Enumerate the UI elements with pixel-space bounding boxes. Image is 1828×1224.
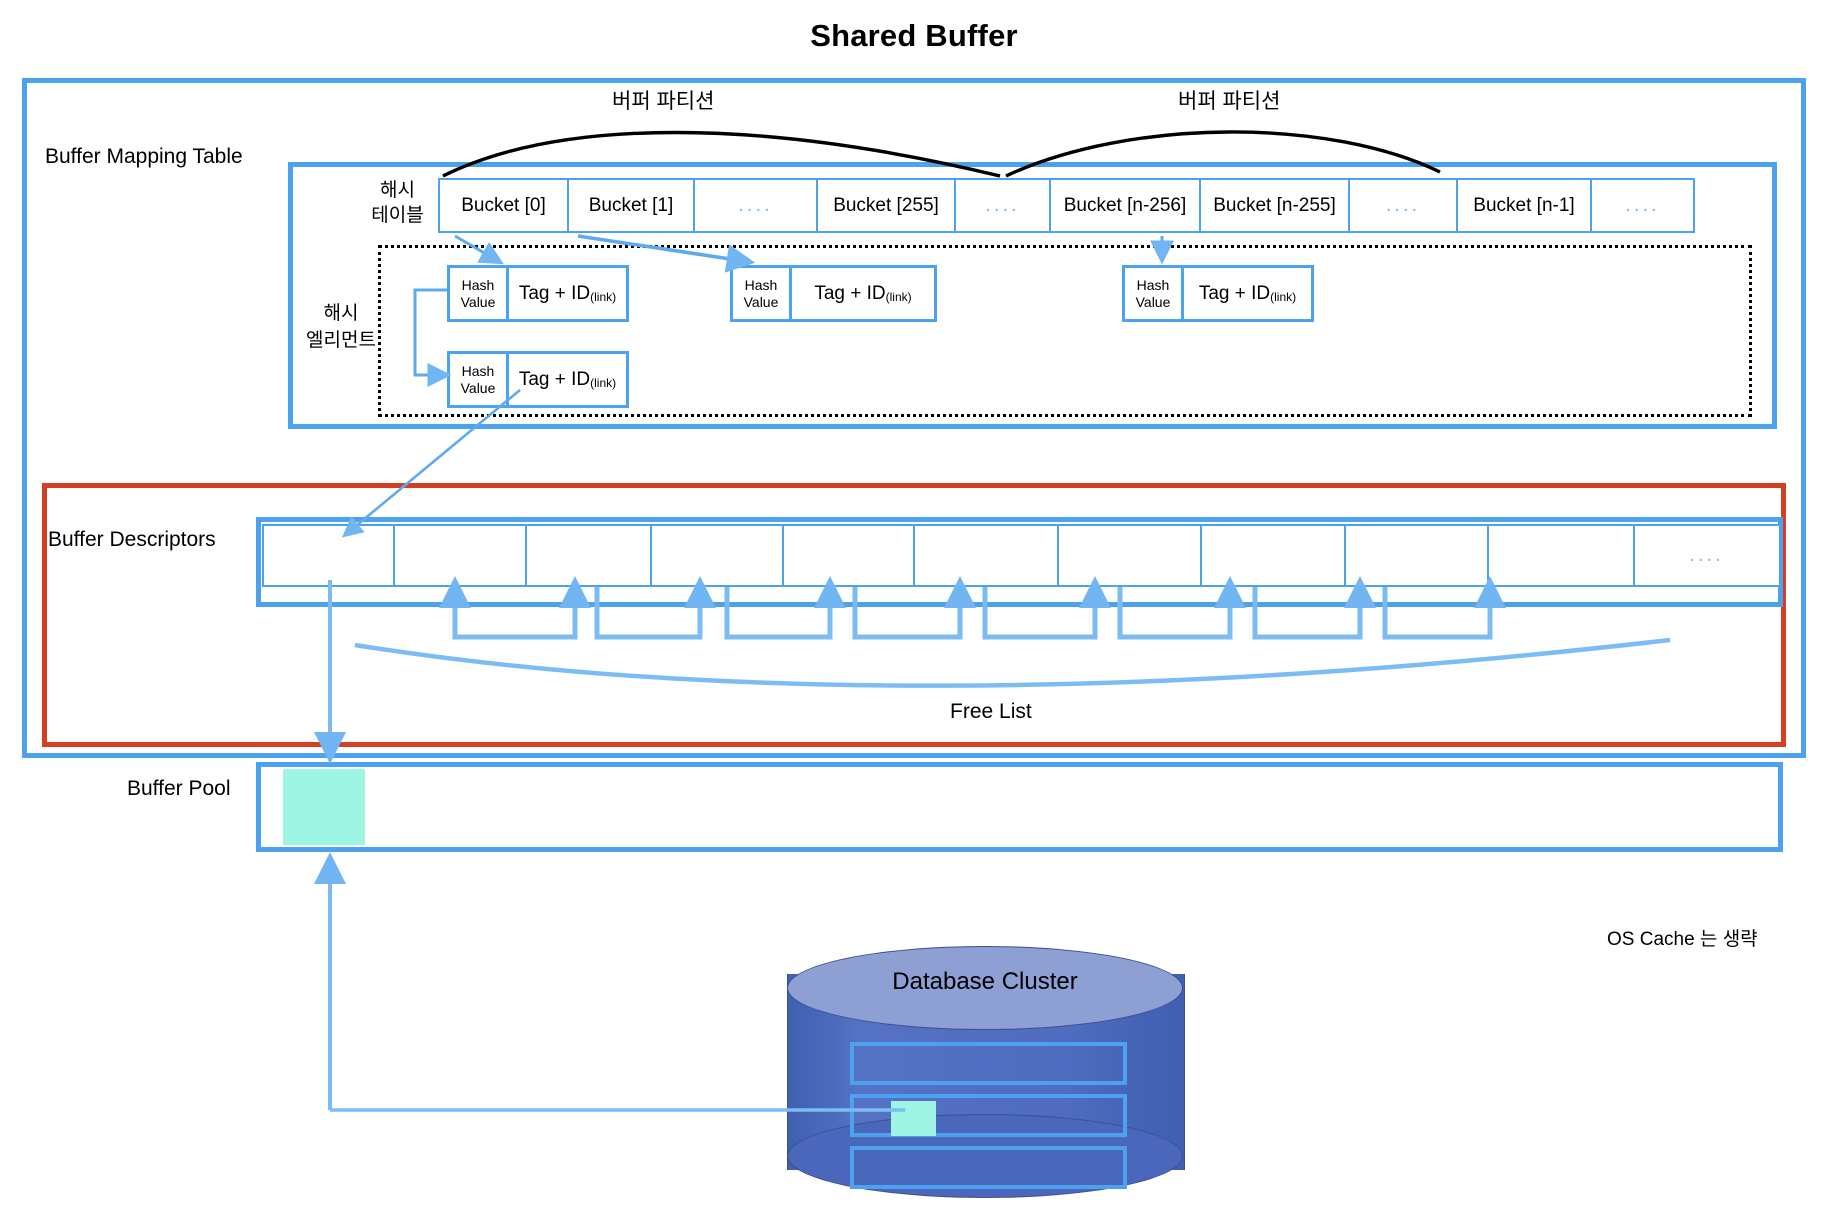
descriptor-cell-0 — [261, 524, 396, 587]
descriptor-cell-2 — [524, 524, 653, 587]
hash-element-container — [378, 245, 1752, 417]
buffer-partition-label-right: 버퍼 파티션 — [1178, 90, 1281, 113]
hash-value-line1: Hash — [461, 362, 495, 379]
tag-id-cell: Tag + ID(link) — [509, 351, 629, 408]
tag-id-subscript: (link) — [1270, 289, 1297, 304]
database-cluster: Database Cluster — [787, 946, 1185, 1198]
tag-id-text: Tag + ID — [518, 368, 591, 390]
buffer-partition-label-left: 버퍼 파티션 — [612, 90, 715, 113]
free-list-label: Free List — [950, 700, 1032, 723]
tag-id-subscript: (link) — [590, 289, 617, 304]
hash-value-line1: Hash — [1136, 276, 1170, 293]
tag-id-text: Tag + ID — [1198, 282, 1271, 304]
bucket-cell-1: Bucket [1] — [567, 178, 695, 233]
db-slot-1 — [850, 1042, 1127, 1085]
hash-element-label-line2: 엘리먼트 — [306, 330, 376, 351]
tag-id-text: Tag + ID — [518, 282, 591, 304]
buffer-pool-label: Buffer Pool — [127, 777, 231, 800]
descriptor-cell-6 — [1056, 524, 1203, 587]
page-title: Shared Buffer — [810, 18, 1018, 53]
descriptor-cell-9 — [1487, 524, 1635, 587]
hash-element-label-line1: 해시 — [323, 303, 359, 324]
db-cylinder-top — [787, 946, 1183, 1030]
hash-value-line2: Value — [1135, 293, 1171, 310]
hash-table-label: 해시 테이블 — [360, 178, 435, 228]
bucket-cell-0: Bucket [0] — [437, 178, 570, 233]
tag-id-text: Tag + ID — [814, 282, 886, 304]
tag-id-subscript: (link) — [885, 289, 912, 304]
descriptor-cell-4 — [781, 524, 916, 587]
descriptor-cell-3 — [650, 524, 784, 587]
descriptor-cell-8 — [1343, 524, 1490, 587]
hash-table-label-line2: 테이블 — [371, 205, 424, 226]
buffer-descriptor-row: .... — [261, 524, 1781, 587]
buffer-descriptors-frame — [42, 483, 1786, 747]
hash-value-line2: Value — [460, 379, 496, 396]
descriptor-cell-1 — [393, 524, 527, 587]
bucket-ellipsis: .... — [953, 178, 1052, 233]
db-slot-3 — [850, 1146, 1127, 1189]
os-cache-note: OS Cache 는 생략 — [1607, 929, 1758, 950]
bucket-cell-8: Bucket [n-1] — [1455, 178, 1593, 233]
tag-id-cell: Tag + ID(link) — [792, 265, 937, 322]
tag-id-cell: Tag + ID(link) — [1184, 265, 1314, 322]
hash-table-label-line1: 해시 — [380, 180, 415, 201]
bucket-ellipsis: .... — [692, 178, 819, 233]
database-cluster-title: Database Cluster — [892, 968, 1078, 995]
buffer-mapping-table-label: Buffer Mapping Table — [45, 145, 243, 168]
hash-element-label: 해시 엘리먼트 — [296, 300, 386, 354]
bucket-row: Bucket [0]Bucket [1]....Bucket [255]....… — [437, 178, 1695, 233]
descriptor-cell-7 — [1200, 524, 1346, 587]
hash-value-line2: Value — [743, 293, 779, 310]
db-slot-2 — [850, 1094, 1127, 1137]
bucket-ellipsis: .... — [1590, 178, 1695, 233]
hash-value-line1: Hash — [461, 276, 495, 293]
bucket-ellipsis: .... — [1348, 178, 1458, 233]
shared-buffer-frame — [22, 78, 1806, 758]
buffer-pool-frame — [256, 762, 1783, 852]
buffer-descriptors-label: Buffer Descriptors — [48, 528, 216, 551]
descriptor-ellipsis: .... — [1632, 524, 1781, 587]
tag-id-cell: Tag + ID(link) — [509, 265, 629, 322]
descriptor-cell-5 — [913, 524, 1059, 587]
bucket-cell-3: Bucket [255] — [816, 178, 956, 233]
buffer-pool-cached-page — [283, 769, 365, 845]
bucket-cell-6: Bucket [n-255] — [1198, 178, 1351, 233]
db-page-block — [891, 1101, 936, 1136]
bucket-cell-5: Bucket [n-256] — [1049, 178, 1201, 233]
hash-value-line2: Value — [460, 293, 496, 310]
hash-value-line1: Hash — [744, 276, 778, 293]
tag-id-subscript: (link) — [590, 375, 617, 390]
